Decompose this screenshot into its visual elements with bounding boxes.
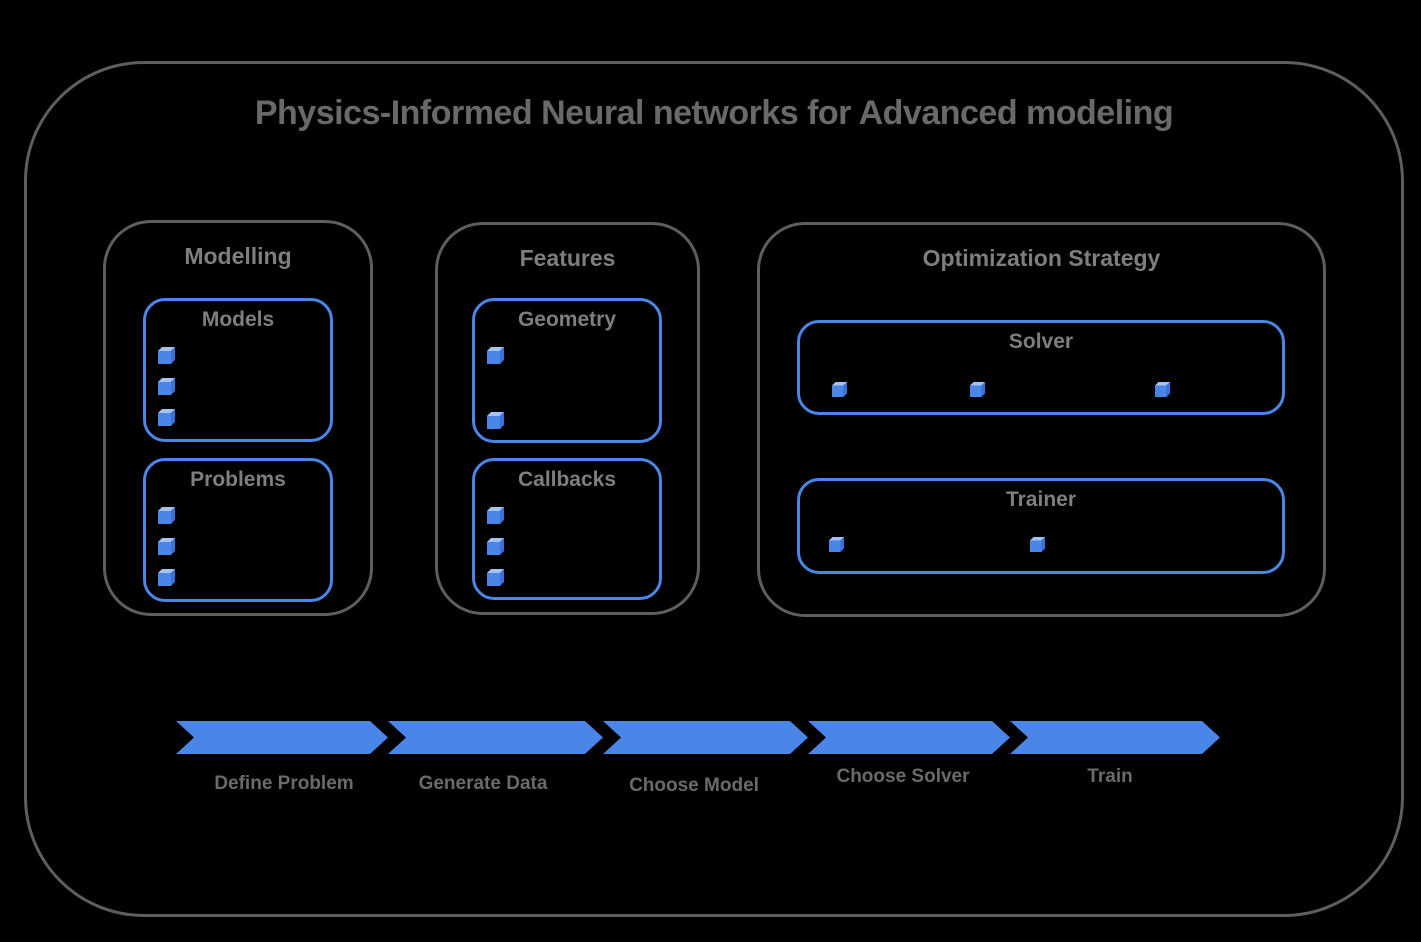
diagram-title: Physics-Informed Neural networks for Adv… bbox=[254, 94, 1174, 132]
cube-icon bbox=[487, 538, 504, 555]
cube-icon bbox=[832, 382, 847, 397]
flow-step-label-choose-model: Choose Model bbox=[629, 775, 759, 796]
models-item-list bbox=[158, 347, 175, 426]
cube-icon bbox=[829, 537, 844, 552]
section-modelling: Modelling Models Problems bbox=[103, 220, 373, 616]
solver-item-list bbox=[800, 323, 1282, 412]
box-models: Models bbox=[143, 298, 333, 442]
geometry-item-list bbox=[487, 347, 504, 429]
flow-step-label-train: Train bbox=[1087, 766, 1133, 787]
flow-step-label-generate-data: Generate Data bbox=[418, 773, 548, 794]
box-trainer: Trainer bbox=[797, 478, 1285, 574]
cube-icon bbox=[158, 507, 175, 524]
box-callbacks-title: Callbacks bbox=[517, 468, 617, 491]
cube-icon bbox=[1155, 382, 1170, 397]
box-solver-title: Solver bbox=[1008, 330, 1074, 353]
box-problems-title: Problems bbox=[190, 468, 286, 491]
cube-icon bbox=[487, 347, 504, 364]
cube-icon bbox=[970, 382, 985, 397]
section-features-title: Features bbox=[519, 245, 616, 271]
cube-icon bbox=[158, 569, 175, 586]
callbacks-item-list bbox=[487, 507, 504, 586]
section-features: Features Geometry Callbacks bbox=[435, 222, 700, 615]
cube-icon bbox=[487, 412, 504, 429]
cube-icon bbox=[158, 538, 175, 555]
cube-icon bbox=[487, 507, 504, 524]
flow-step-label-choose-solver: Choose Solver bbox=[836, 766, 970, 787]
cube-icon bbox=[158, 409, 175, 426]
flow-arrow-segment-4 bbox=[808, 721, 1010, 754]
box-problems: Problems bbox=[143, 458, 333, 602]
cube-icon bbox=[158, 378, 175, 395]
problems-item-list bbox=[158, 507, 175, 586]
cube-icon bbox=[1030, 537, 1045, 552]
section-optimization-title: Optimization Strategy bbox=[922, 245, 1161, 271]
box-solver: Solver bbox=[797, 320, 1285, 415]
cube-icon bbox=[158, 347, 175, 364]
outer-container: Physics-Informed Neural networks for Adv… bbox=[24, 61, 1404, 917]
flow-arrow-segment-1 bbox=[176, 721, 388, 754]
cube-icon bbox=[487, 569, 504, 586]
box-trainer-title: Trainer bbox=[1005, 488, 1077, 511]
box-geometry: Geometry bbox=[472, 298, 662, 443]
flow-arrow-segment-5 bbox=[1010, 721, 1220, 754]
section-modelling-title: Modelling bbox=[184, 243, 292, 269]
flow-step-label-define-problem: Define Problem bbox=[214, 773, 354, 794]
flow-arrow-segment-2 bbox=[388, 721, 603, 754]
box-callbacks: Callbacks bbox=[472, 458, 662, 600]
box-models-title: Models bbox=[201, 308, 275, 331]
flow-arrow-segment-3 bbox=[603, 721, 808, 754]
trainer-item-list bbox=[800, 481, 1282, 571]
section-optimization-strategy: Optimization Strategy Solver Trainer bbox=[757, 222, 1326, 617]
box-geometry-title: Geometry bbox=[517, 308, 617, 331]
